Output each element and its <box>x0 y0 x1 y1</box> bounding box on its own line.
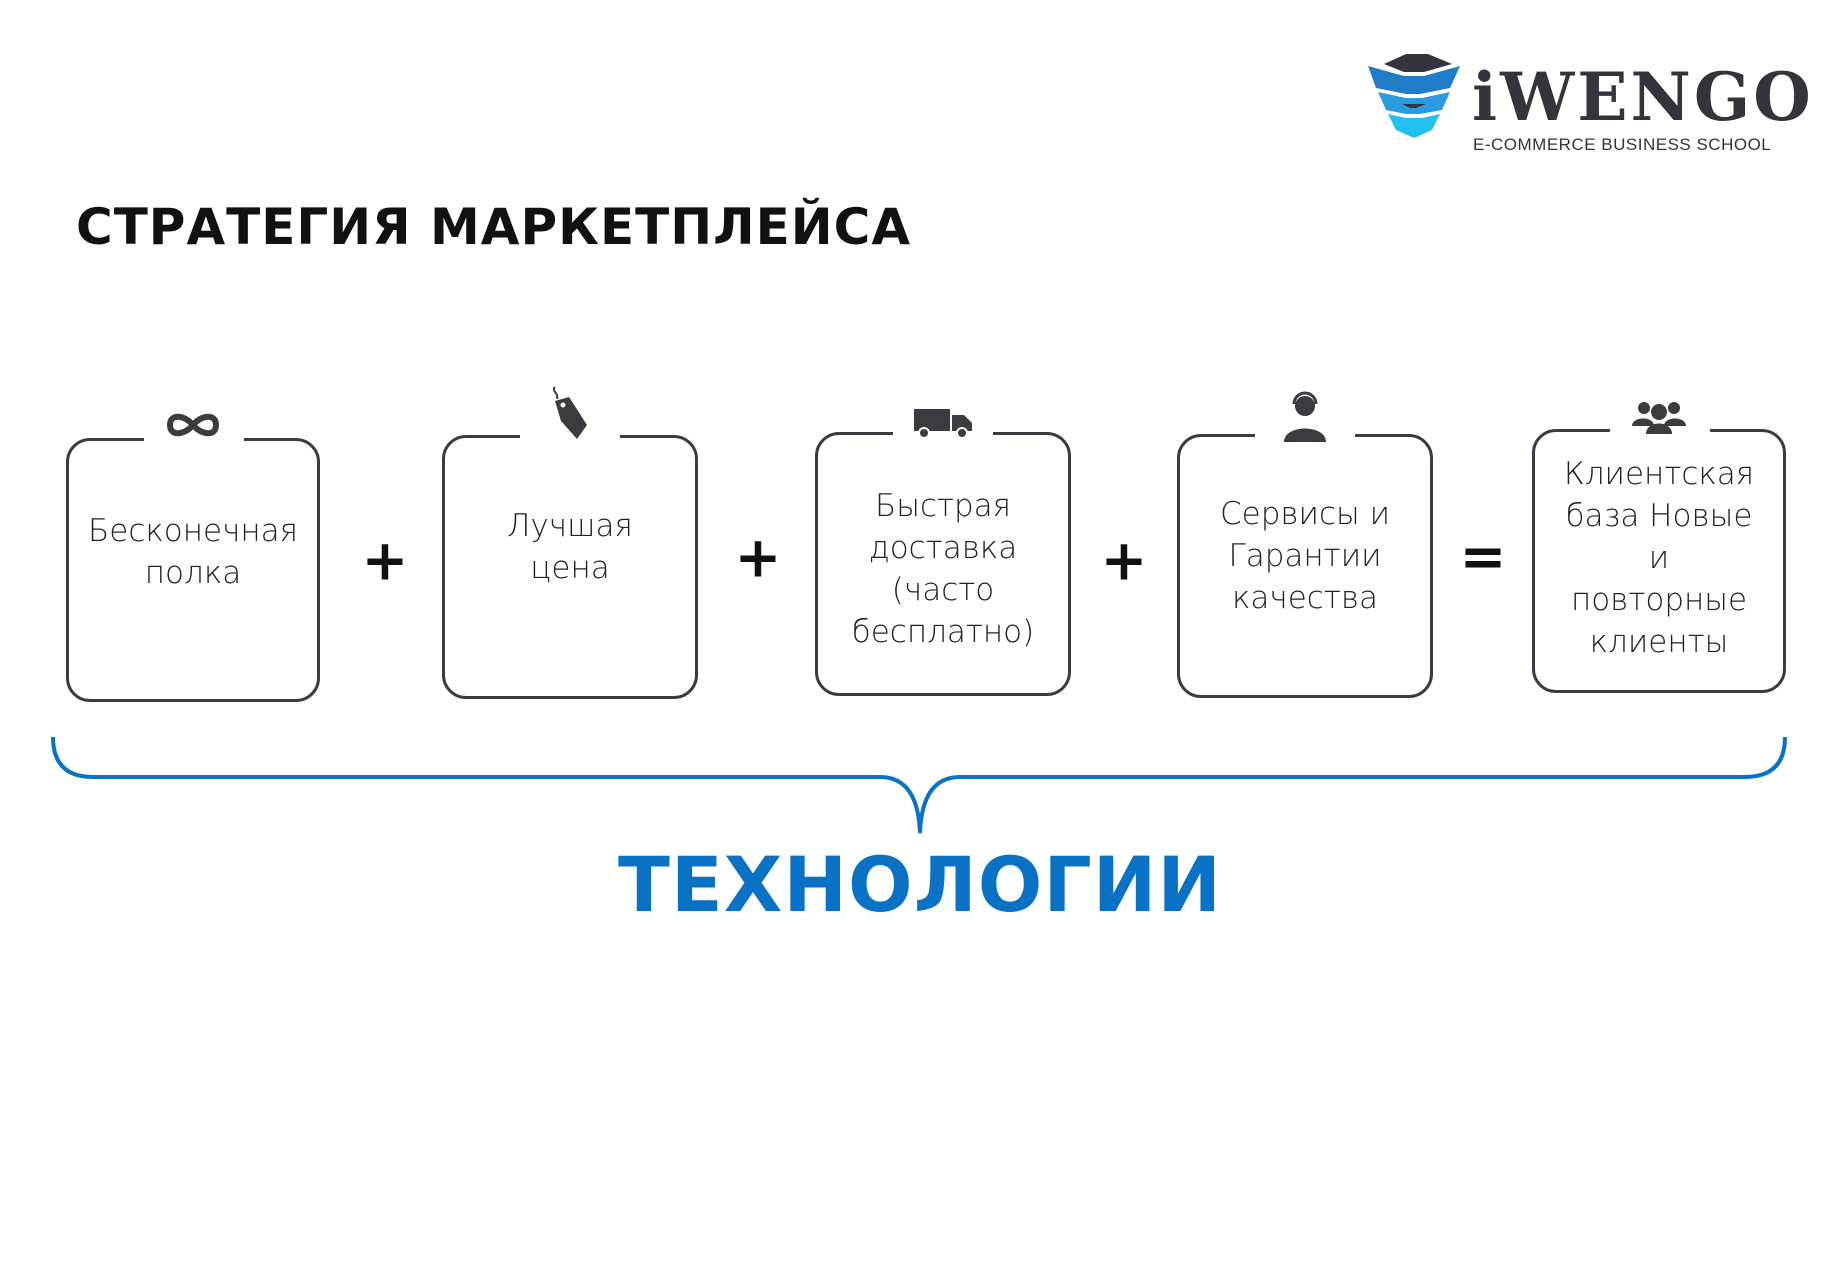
users-icon <box>1632 402 1686 434</box>
plus-operator: + <box>361 528 409 594</box>
truck-icon <box>914 409 972 439</box>
infinity-icon <box>166 413 220 437</box>
plus-operator: + <box>1100 528 1148 594</box>
technology-label: ТЕХНОЛОГИИ <box>618 840 1222 929</box>
box-text: Сервисы и Гарантии качества <box>1219 496 1390 616</box>
strategy-box-best-price: Лучшая цена <box>442 386 698 699</box>
box-text: Клиентская база Новые и повторные клиент… <box>1563 456 1755 660</box>
equals-operator: = <box>1459 524 1507 590</box>
logo-tagline: E-COMMERCE BUSINESS SCHOOL <box>1473 135 1772 154</box>
box-text: Бесконечная полка <box>87 513 299 591</box>
strategy-box-customer-base: Клиентская база Новые и повторные клиент… <box>1532 402 1786 693</box>
strategy-box-fast-delivery: Быстрая доставка (часто бесплатно) <box>815 409 1071 696</box>
support-agent-icon <box>1284 391 1326 442</box>
box-text: Лучшая цена <box>507 508 633 586</box>
logo-emblem-icon <box>1368 54 1460 138</box>
logo-wordmark: iWENGO <box>1472 58 1814 136</box>
plus-operator: + <box>734 525 782 591</box>
price-tag-icon <box>552 386 587 439</box>
logo: iWENGO E-COMMERCE BUSINESS SCHOOL <box>1366 52 1811 162</box>
page-title: СТРАТЕГИЯ МАРКЕТПЛЕЙСА <box>76 198 912 256</box>
box-text: Быстрая доставка (часто бесплатно) <box>851 488 1035 650</box>
strategy-box-services: Сервисы и Гарантии качества <box>1177 391 1433 698</box>
strategy-box-infinite-shelf: Бесконечная полка <box>66 413 320 702</box>
